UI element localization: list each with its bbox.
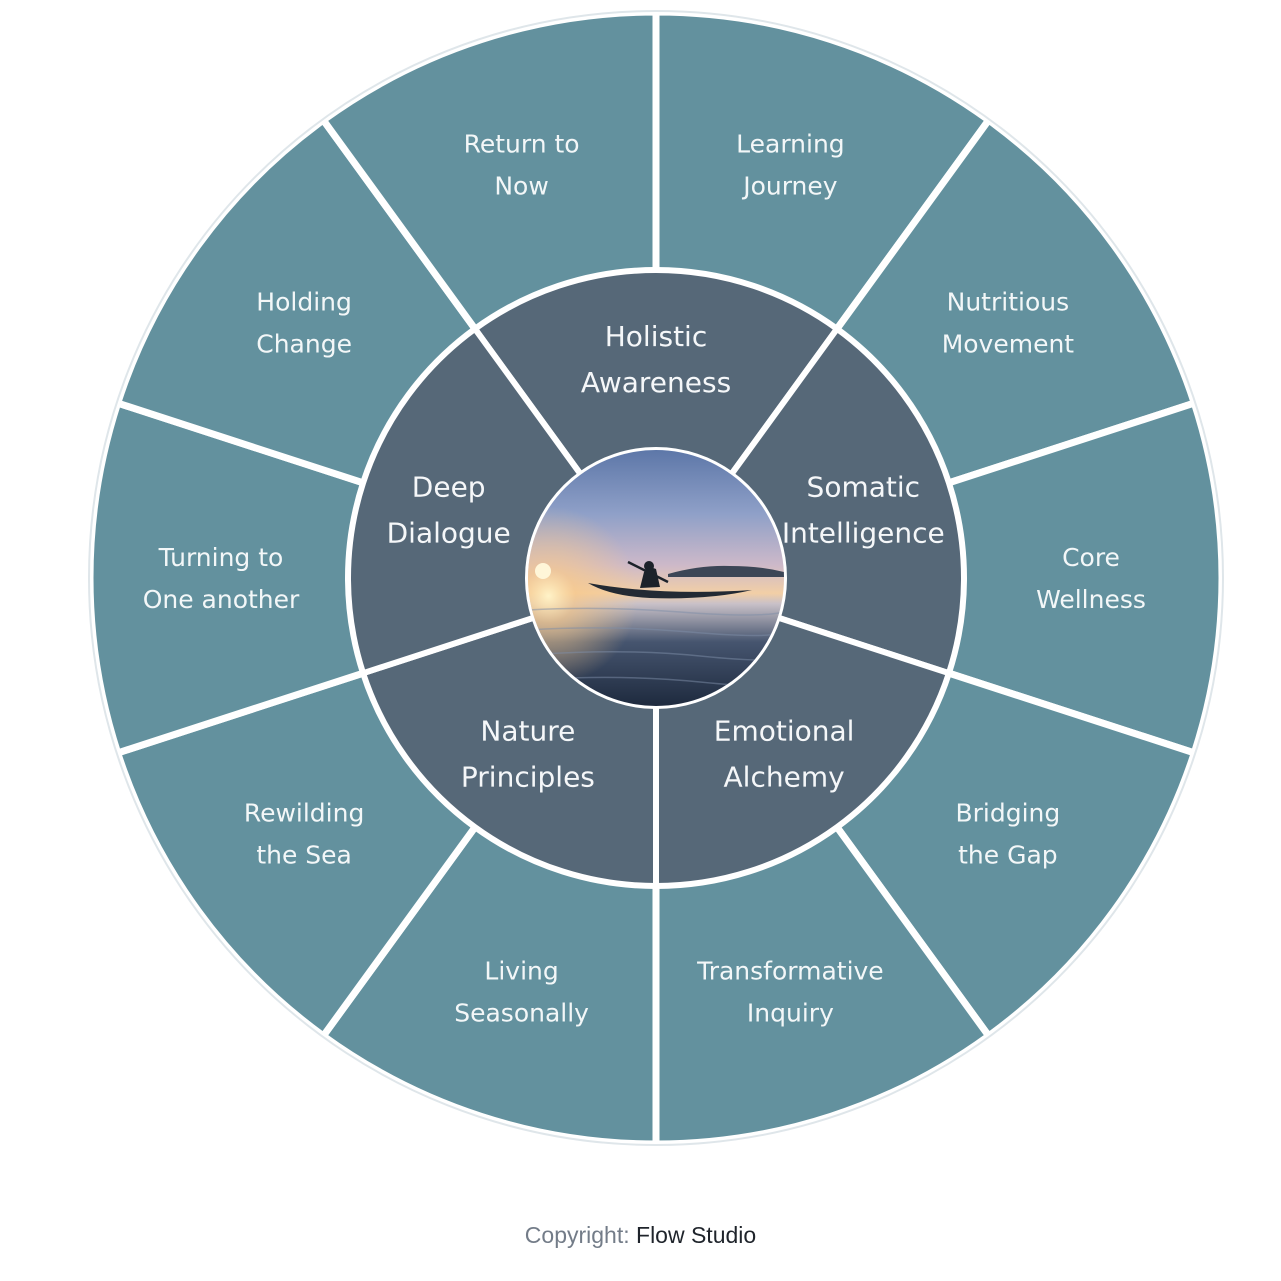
copyright-label: Copyright (525, 1222, 623, 1248)
outer-label-transformative-inquiry-line: Inquiry (747, 999, 834, 1028)
outer-label-return-to-now-line: Return to (464, 129, 580, 158)
outer-label-bridging-the-gap-line: Bridging (956, 799, 1061, 828)
outer-label-core-wellness-line: Core (1062, 543, 1120, 572)
inner-label-deep-dialogue-line: Dialogue (387, 517, 511, 550)
outer-label-bridging-the-gap-line: the Gap (958, 841, 1058, 870)
inner-label-emotional-alchemy-line: Alchemy (724, 760, 845, 793)
copyright-name: Flow Studio (636, 1222, 756, 1248)
copyright-footer: Copyright: Flow Studio (0, 1218, 1281, 1252)
outer-label-rewilding-the-sea-line: the Sea (256, 841, 352, 870)
outer-label-learning-journey-line: Learning (736, 129, 845, 158)
inner-label-somatic-intelligence-line: Intelligence (782, 517, 945, 550)
outer-label-return-to-now-line: Now (494, 171, 548, 200)
inner-label-nature-principles-line: Principles (461, 760, 595, 793)
outer-label-holding-change-line: Change (256, 329, 352, 358)
outer-label-nutritious-movement-line: Nutritious (947, 287, 1070, 316)
outer-label-transformative-inquiry-line: Transformative (696, 957, 884, 986)
outer-label-living-seasonally-line: Seasonally (454, 999, 589, 1028)
center-photo (528, 450, 784, 706)
photo-sun (535, 563, 551, 579)
inner-label-deep-dialogue-line: Deep (412, 471, 486, 504)
inner-label-holistic-awareness-line: Holistic (605, 320, 707, 353)
outer-label-learning-journey-line: Journey (741, 171, 838, 200)
copyright-separator: : (623, 1222, 629, 1248)
inner-label-emotional-alchemy-line: Emotional (714, 714, 855, 747)
outer-label-core-wellness-line: Wellness (1036, 585, 1146, 614)
outer-label-nutritious-movement-line: Movement (942, 329, 1075, 358)
outer-label-holding-change-line: Holding (256, 287, 352, 316)
outer-label-living-seasonally-line: Living (484, 957, 558, 986)
inner-label-holistic-awareness-line: Awareness (581, 366, 731, 399)
outer-label-rewilding-the-sea-line: Rewilding (244, 799, 365, 828)
outer-label-turning-to-one-another-line: Turning to (158, 543, 284, 572)
outer-label-turning-to-one-another-line: One another (143, 585, 300, 614)
inner-label-somatic-intelligence-line: Somatic (807, 471, 921, 504)
inner-label-nature-principles-line: Nature (480, 714, 575, 747)
